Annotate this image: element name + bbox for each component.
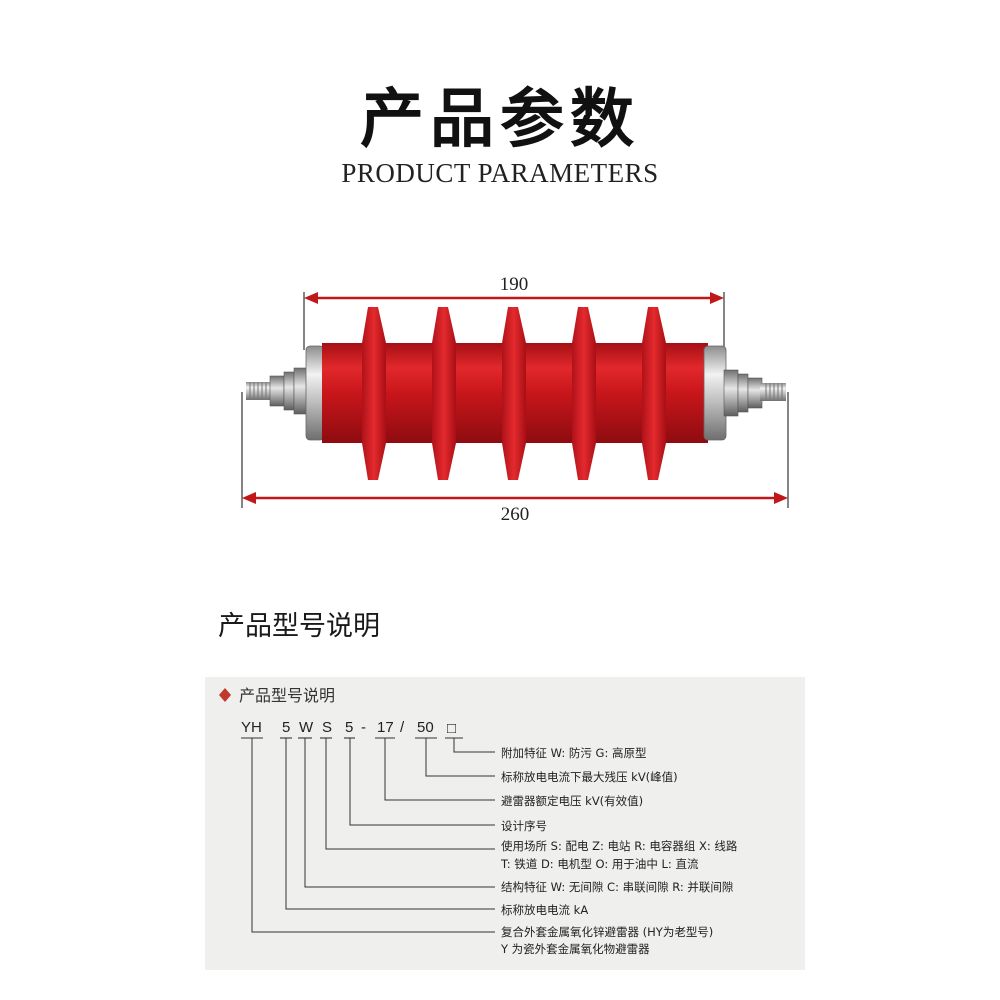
model-designation-panel: 产品型号说明 YH 5 W S 5 - 17 / 50 □ <box>205 677 805 970</box>
diamond-bullet-icon <box>219 688 231 702</box>
desc-usage-location: 使用场所 S: 配电 Z: 电站 R: 电容器组 X: 线路 <box>501 839 738 853</box>
code-voltage: 17 <box>377 719 394 736</box>
desc-arrester-type: 复合外套金属氧化锌避雷器 (HY为老型号) <box>501 925 713 939</box>
desc-structure: 结构特征 W: 无间隙 C: 串联间隙 R: 并联间隙 <box>501 880 734 894</box>
page-subtitle: PRODUCT PARAMETERS <box>341 158 659 188</box>
desc-extra-feature: 附加特征 W: 防污 G: 高原型 <box>501 746 646 760</box>
dimension-top-label: 190 <box>500 274 529 295</box>
code-design: 5 <box>345 719 353 736</box>
left-terminal <box>246 367 309 415</box>
panel-title: 产品型号说明 <box>239 686 335 705</box>
arrester-sheds <box>362 307 666 480</box>
desc-rated-voltage: 避雷器额定电压 kV(有效值) <box>501 794 643 808</box>
section-title: 产品型号说明 <box>218 611 380 642</box>
right-terminal <box>723 369 786 417</box>
dimension-bottom: 260 <box>241 392 789 525</box>
desc-design-number: 设计序号 <box>501 819 547 833</box>
desc-discharge-current: 标称放电电流 kA <box>501 903 588 917</box>
page-title: 产品参数 <box>360 82 640 157</box>
dimension-top: 190 <box>303 274 725 350</box>
code-extra: □ <box>447 720 456 737</box>
code-structure: W <box>299 719 314 736</box>
right-end-cap <box>703 345 727 441</box>
model-descriptions: 附加特征 W: 防污 G: 高原型 标称放电电流下最大残压 kV(峰值) 避雷器… <box>500 746 738 956</box>
code-yh: YH <box>241 719 262 736</box>
desc-arrester-type-2: Y 为瓷外套金属氧化物避雷器 <box>500 942 650 956</box>
dimension-bottom-label: 260 <box>501 504 530 525</box>
desc-residual-voltage: 标称放电电流下最大残压 kV(峰值) <box>501 770 678 784</box>
code-current: 5 <box>282 719 290 736</box>
code-usage: S <box>322 719 332 736</box>
code-dash: - <box>361 719 366 736</box>
leader-lines <box>251 738 495 933</box>
code-slash: / <box>400 719 405 736</box>
arrester-illustration: 190 260 <box>241 274 789 525</box>
code-residual: 50 <box>417 719 434 736</box>
model-code: YH 5 W S 5 - 17 / 50 □ <box>241 719 456 737</box>
desc-usage-location-2: T: 铁道 D: 电机型 O: 用于油中 L: 直流 <box>500 857 699 871</box>
left-end-cap <box>305 345 325 441</box>
